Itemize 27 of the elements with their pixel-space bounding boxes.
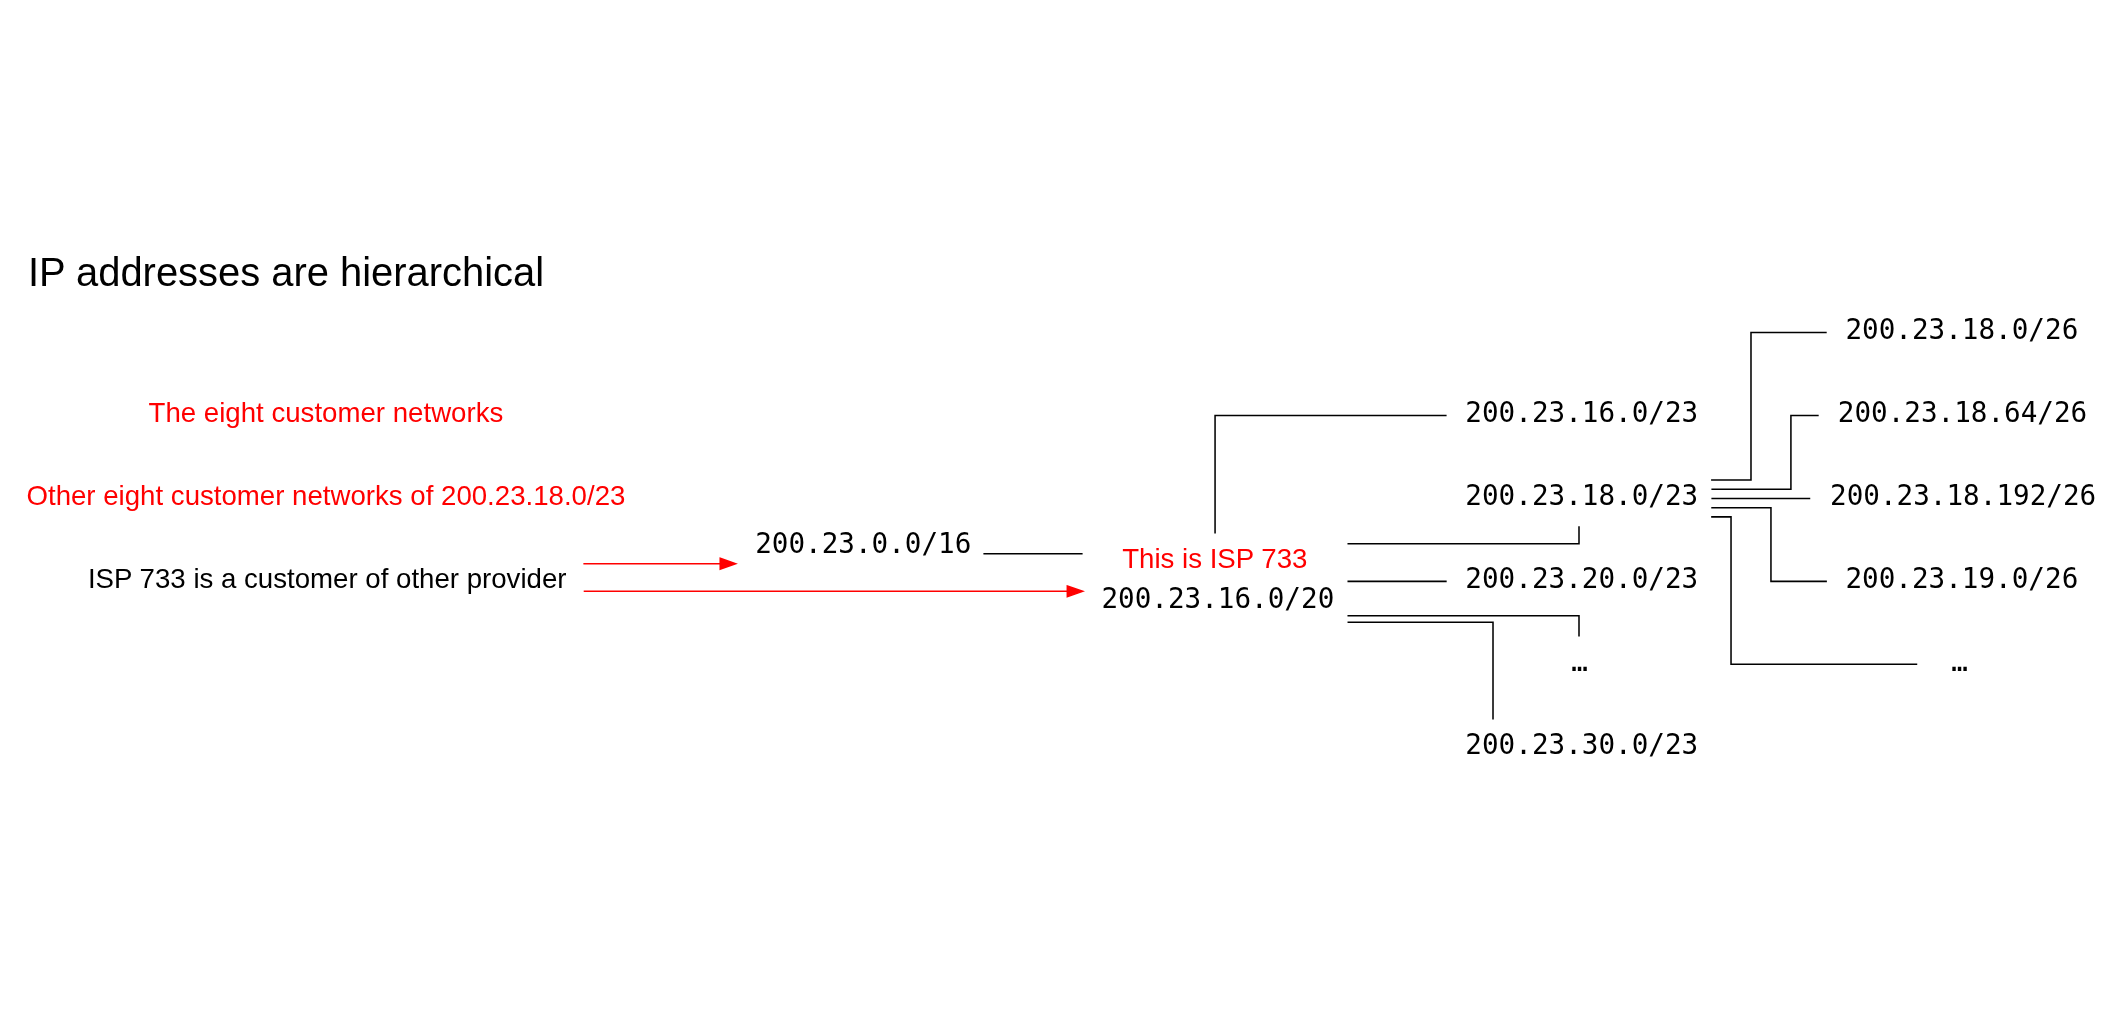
node-text: 200.23.18.192/26 bbox=[1830, 478, 2097, 512]
connector bbox=[1710, 331, 1828, 481]
node-text: … bbox=[1571, 644, 1588, 678]
connector bbox=[1346, 621, 1494, 720]
node-text: 200.23.0.0/16 bbox=[755, 526, 972, 560]
arrow bbox=[582, 584, 1085, 598]
node-label: This is ISP 733 bbox=[1122, 542, 1308, 574]
node-text: 200.23.20.0/23 bbox=[1465, 561, 1699, 595]
node-text: 200.23.18.64/26 bbox=[1837, 395, 2088, 429]
node-text: … bbox=[1951, 644, 1969, 678]
connector bbox=[982, 552, 1084, 554]
node-text: 200.23.18.0/23 bbox=[1465, 478, 1699, 512]
node-text: 200.23.19.0/26 bbox=[1845, 561, 2079, 595]
connector bbox=[1346, 580, 1448, 582]
node-text: ISP 733 is a customer of other provider bbox=[87, 562, 567, 594]
connector bbox=[1710, 506, 1828, 582]
node-text: 200.23.16.0/23 bbox=[1465, 395, 1699, 429]
label: The eight customer networks bbox=[148, 396, 504, 428]
arrow bbox=[582, 556, 738, 570]
diagram-title: IP addresses are hierarchical bbox=[27, 249, 545, 294]
connector bbox=[1710, 515, 1918, 665]
node-text: 200.23.30.0/23 bbox=[1465, 727, 1699, 761]
connector bbox=[1710, 497, 1811, 499]
label: Other eight customer networks of 200.23.18.0/23 bbox=[26, 479, 626, 511]
connector bbox=[1214, 414, 1448, 534]
node-text: 200.23.16.0/20 bbox=[1101, 581, 1335, 615]
node-text: 200.23.18.0/26 bbox=[1845, 312, 2079, 346]
